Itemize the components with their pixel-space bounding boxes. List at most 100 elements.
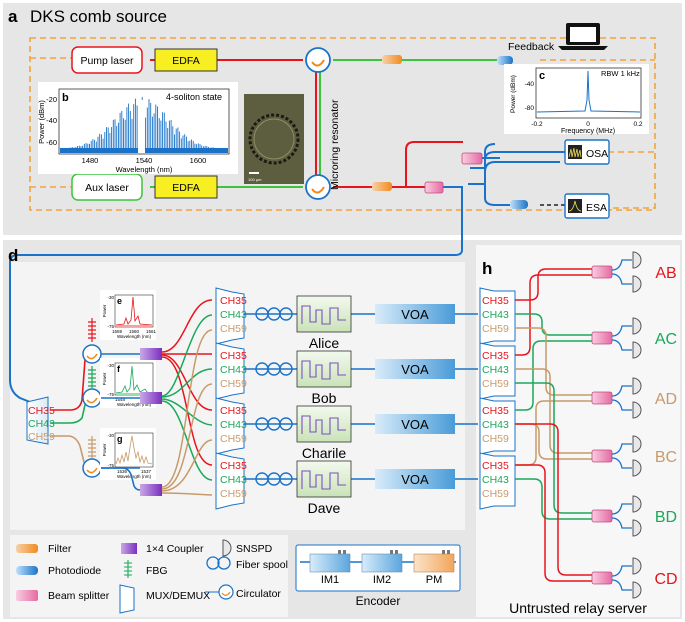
inset-b: b 4-soliton state -20 -40 -60 1480 1540 …: [37, 82, 238, 174]
pulse-sequence-icon: [301, 305, 346, 325]
filter-bottom-icon: [372, 182, 392, 191]
inset-b-annotation: 4-soliton state: [166, 92, 222, 102]
source-ch59-label: CH59: [28, 431, 55, 443]
user-1-ch59-label: CH59: [220, 323, 247, 335]
snspd-icon: [632, 495, 642, 513]
relay-3-ch43-label: CH43: [482, 419, 509, 431]
osa-fiber: [470, 151, 565, 169]
edfa-top-box: [154, 48, 218, 72]
relay-2-ch35-label: CH35: [482, 350, 509, 362]
encoder-2-box: [296, 350, 352, 388]
beam-splitter-icon: [591, 331, 613, 345]
inset-c-letter: c: [539, 70, 545, 82]
beam-splitter-icon: [591, 571, 613, 585]
legend-circulator-label: Circulator: [236, 588, 281, 600]
inset-f-ytick-1: -30: [107, 363, 114, 368]
voa-3-box: [375, 414, 455, 434]
inset-b-ytick-3: -60: [46, 138, 57, 147]
inset-e-ytick-1: -30: [107, 295, 114, 300]
legend-fbg-icon: [124, 560, 132, 578]
osa-label: OSA: [586, 148, 608, 160]
snspd-icon: [632, 251, 642, 269]
pair-label-bc: BC: [655, 449, 677, 466]
pulse-sequence-icon: [301, 360, 346, 380]
filter-top-icon: [382, 55, 402, 64]
relay-demux-box-4: [479, 452, 516, 510]
relay-detector-fibers: [611, 325, 632, 351]
legend-fiber-spool-label: Fiber spool: [236, 559, 288, 571]
inset-c-xtick-1: -0.2: [531, 121, 543, 128]
inset-b-spectrum: [60, 97, 228, 153]
inset-c-xlabel: Frequency (MHz): [561, 128, 615, 135]
fiber-spool-icon: [255, 307, 293, 321]
user-mux-4: [215, 452, 245, 510]
relay-pair-ac: AC: [591, 317, 677, 359]
relay-detector-fibers: [611, 503, 632, 529]
relay-wire-cd: [515, 423, 592, 576]
pair-label-bd: BD: [655, 509, 677, 526]
snspd-icon: [632, 275, 642, 293]
relay-1-ch59-label: CH59: [482, 323, 509, 335]
relay-pair-bd: BD: [591, 495, 677, 537]
coupler-output-fibers: [161, 299, 213, 496]
feedback-loop: [29, 37, 656, 211]
osa-screen-icon: [568, 145, 582, 159]
relay-wire-ab: [515, 274, 592, 356]
pair-label-cd: CD: [654, 571, 677, 588]
microring-photo: 100 µm: [244, 94, 304, 184]
snspd-icon: [632, 557, 642, 575]
photodiode-feedback-icon: [497, 56, 513, 65]
inset-g-xlabel: Wavelength (nm): [117, 474, 152, 479]
inset-e-letter: e: [117, 296, 122, 306]
panel-h-letter: h: [482, 259, 492, 278]
relay-wires: [515, 268, 592, 582]
relay-4-ch43-label: CH43: [482, 474, 509, 486]
relay-server: CH35CH43CH59CH35CH43CH59CH35CH43CH59CH35…: [479, 251, 678, 599]
coupler-ch35-icon: [140, 348, 162, 360]
inset-f-letter: f: [117, 364, 121, 374]
encoder-caption: Encoder: [356, 594, 401, 608]
snspd-icon: [632, 377, 642, 395]
inset-b-ylabel: Power (dBm): [37, 100, 46, 144]
voa-2-box: [375, 359, 455, 379]
inset-e-ytick-2: -75: [107, 324, 114, 329]
snspd-icon: [632, 317, 642, 335]
inset-b-xtick-3: 1600: [190, 156, 207, 165]
pair-label-ab: AB: [655, 265, 676, 282]
inset-f-xlabel: Wavelength (nm): [117, 402, 152, 407]
laptop-icon: [558, 23, 608, 50]
relay-3-ch59-label: CH59: [482, 433, 509, 445]
inset-e-xtick-3: 1561: [146, 329, 157, 334]
legend-beam-splitter-icon: [16, 590, 38, 601]
relay-wire-bd: [515, 382, 592, 514]
snspd-icon: [632, 341, 642, 359]
edfa-top-label: EDFA: [172, 55, 199, 67]
relay-3-ch35-label: CH35: [482, 405, 509, 417]
encoder-pm-box: [413, 553, 455, 573]
coupler-ch43-icon: [140, 392, 162, 404]
user-2-ch35-label: CH35: [220, 350, 247, 362]
voa-1-box: [375, 304, 455, 324]
inset-f-xtick-1: 1548: [115, 397, 126, 402]
relay-2-ch59-label: CH59: [482, 378, 509, 390]
relay-detector-fibers: [611, 565, 632, 591]
user-2-name: Bob: [312, 390, 337, 406]
inset-f-ylabel: Power: [102, 372, 107, 385]
encoder-pm-label: PM: [426, 574, 443, 586]
relay-2-ch43-label: CH43: [482, 364, 509, 376]
relay-pair-ad: AD: [591, 377, 677, 419]
legend-mux-icon: [119, 584, 135, 614]
relay-wire-bc: [515, 368, 592, 454]
user-4-ch35-label: CH35: [220, 460, 247, 472]
inset-c-trace: [536, 70, 641, 113]
pair-label-ad: AD: [655, 391, 677, 408]
legend-filter-label: Filter: [48, 543, 72, 555]
inset-c-xtick-2: 0: [586, 121, 590, 128]
voa-2-label: VOA: [401, 362, 429, 377]
inset-g-ytick-1: -30: [107, 433, 114, 438]
relay-wire-ad: [515, 327, 592, 396]
legend-coupler-icon: [121, 543, 137, 554]
beam-splitter-icon: [591, 391, 613, 405]
